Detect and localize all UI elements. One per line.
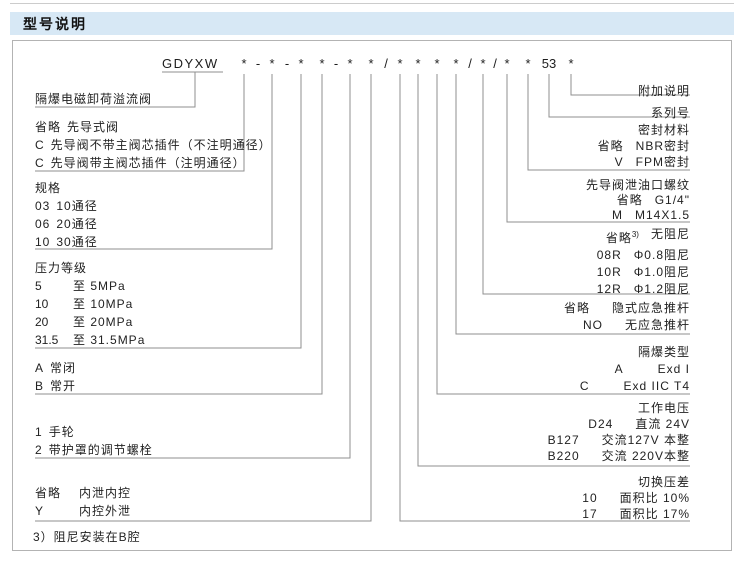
code-series-number: 53 bbox=[541, 56, 557, 71]
option-row: 省略隐式应急推杆 bbox=[563, 301, 690, 315]
section-title: 型号说明 bbox=[23, 15, 87, 32]
option-row: 省略先导式阀 bbox=[35, 120, 120, 134]
block-title: 工作电压 bbox=[637, 401, 690, 415]
code-symbol: * bbox=[368, 56, 374, 71]
code-separator: / bbox=[493, 56, 497, 71]
code-symbol: * bbox=[568, 56, 574, 71]
code-symbol: * bbox=[241, 56, 247, 71]
code-symbol: * bbox=[504, 56, 510, 71]
code-symbol: * bbox=[298, 56, 304, 71]
code-symbol: * bbox=[453, 56, 459, 71]
code-symbol: * bbox=[319, 56, 325, 71]
block-title: 隔爆类型 bbox=[637, 345, 690, 359]
right-block-series-number: 系列号 bbox=[651, 105, 690, 121]
code-symbol: * bbox=[415, 56, 421, 71]
code-separator: - bbox=[255, 56, 261, 71]
footnote: 3）阻尼安装在B腔 bbox=[33, 530, 141, 544]
block-title: 附加说明 bbox=[637, 84, 690, 98]
code-symbol: * bbox=[347, 56, 353, 71]
code-symbol: * bbox=[434, 56, 440, 71]
section-header: 型号说明 bbox=[10, 12, 734, 35]
option-row: 省略3)无阻尼 bbox=[605, 227, 690, 245]
code-symbol: * bbox=[480, 56, 486, 71]
block-title: 切换压差 bbox=[637, 475, 690, 489]
model-code-prefix: GDYXW bbox=[162, 56, 219, 71]
right-block-additional-note: 附加说明 bbox=[638, 83, 690, 99]
block-title: 先导阀泄油口螺纹 bbox=[585, 178, 690, 192]
footnote-marker: 3) bbox=[631, 230, 639, 239]
code-separator: / bbox=[468, 56, 472, 71]
block-title: 规格 bbox=[35, 181, 62, 195]
block-title: 密封材料 bbox=[637, 123, 690, 137]
code-separator: - bbox=[284, 56, 290, 71]
top-rule bbox=[10, 3, 734, 4]
code-symbol: * bbox=[397, 56, 403, 71]
option-row: 省略内泄内控 bbox=[35, 486, 132, 500]
code-symbol: * bbox=[269, 56, 275, 71]
code-separator: - bbox=[333, 56, 339, 71]
block-title: 系列号 bbox=[650, 106, 690, 120]
code-separator: / bbox=[384, 56, 388, 71]
code-symbol: * bbox=[525, 56, 531, 71]
valve-name-label: 隔爆电磁卸荷溢流阀 bbox=[35, 92, 153, 106]
block-title: 压力等级 bbox=[35, 261, 88, 275]
